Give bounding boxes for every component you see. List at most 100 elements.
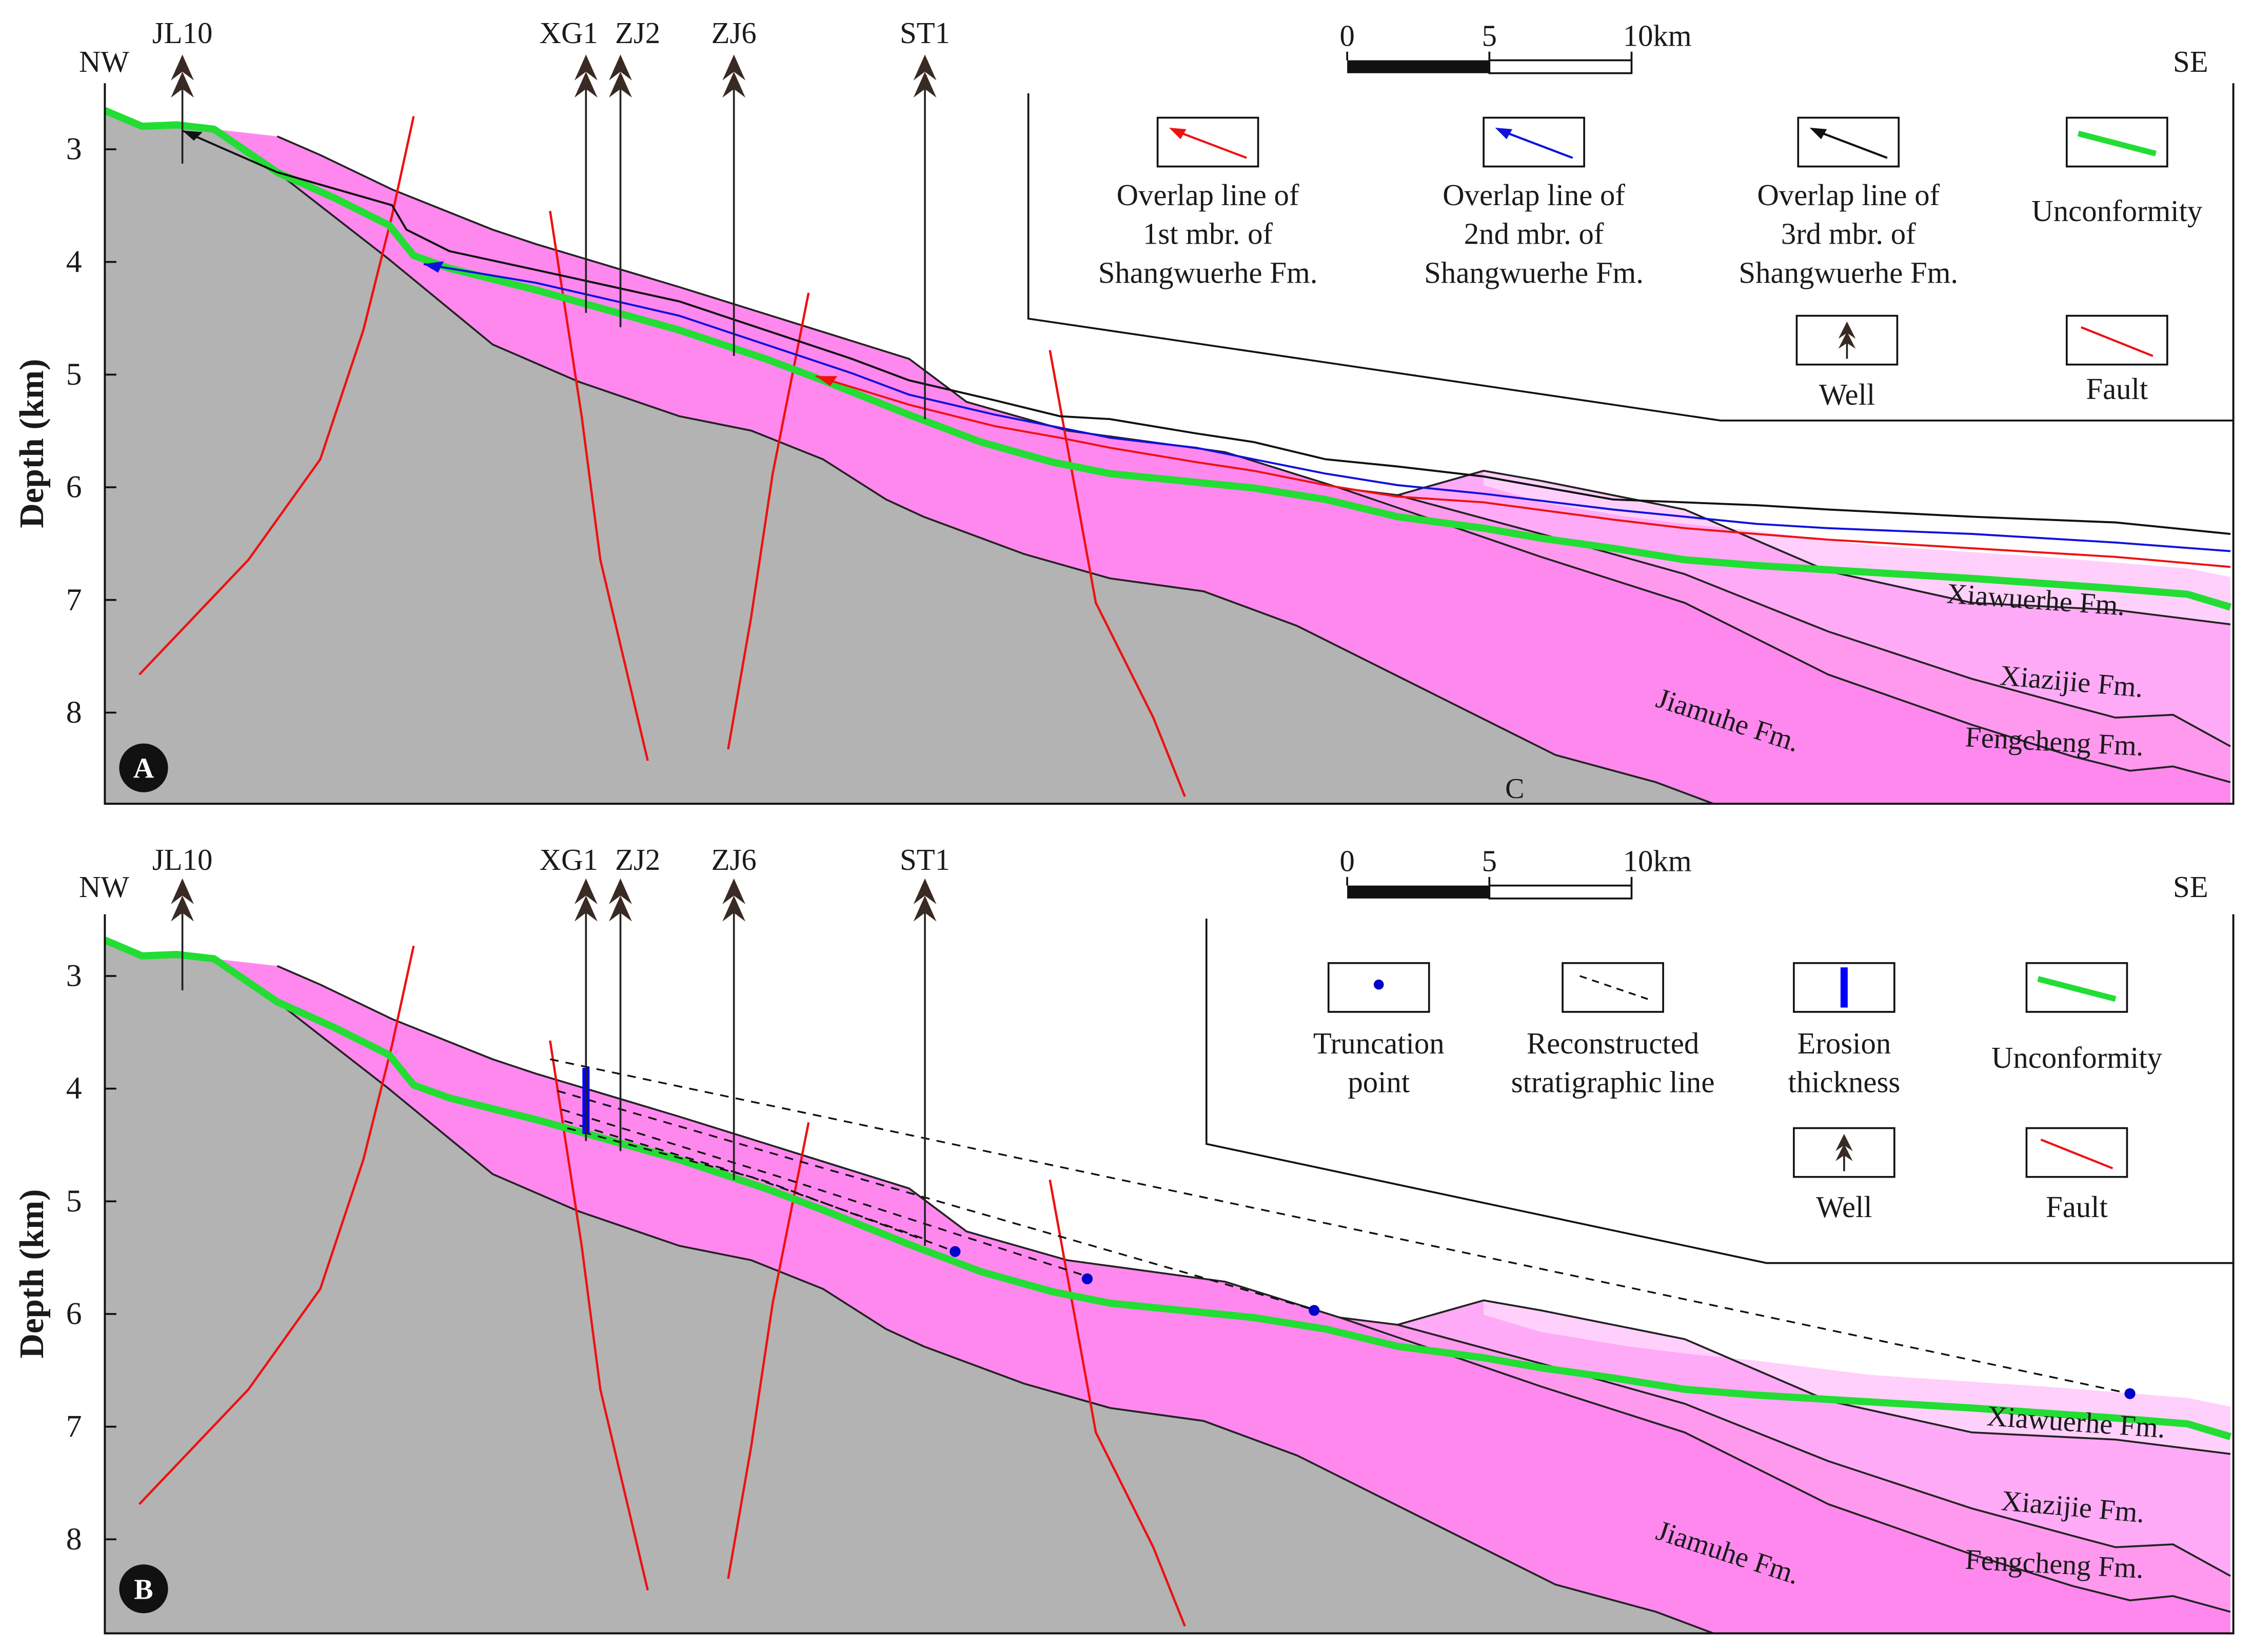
well-arrow-icon <box>574 71 598 98</box>
well-arrow-icon <box>609 71 632 98</box>
direction-label-se: SE <box>2173 870 2208 904</box>
legend-label: Reconstructed <box>1527 1027 1699 1060</box>
y-tick-label: 4 <box>66 244 82 279</box>
legend-item-4: Well <box>1795 314 1899 411</box>
y-tick-label: 6 <box>66 470 82 505</box>
well-arrow-icon <box>171 895 194 922</box>
axis-frame <box>104 914 2235 1635</box>
legend-label: Shangwuerhe Fm. <box>1098 256 1318 289</box>
legend-label: Truncation <box>1313 1027 1445 1060</box>
well-arrow-icon <box>609 54 632 81</box>
well-arrow-icon <box>171 878 194 905</box>
legend-icon-frame <box>1483 116 1585 168</box>
scale-bar-label: 10km <box>1623 19 1692 53</box>
legend-label: Well <box>1819 378 1875 411</box>
legend-item-5: Fault <box>2066 314 2168 406</box>
unconformity-icon <box>2037 976 2117 1002</box>
truncation-points <box>950 1246 2136 1399</box>
scale-bar-black <box>1347 885 1490 899</box>
scale-bar-label: 0 <box>1339 19 1354 53</box>
truncation-point-4 <box>2124 1388 2136 1399</box>
legend-label: point <box>1348 1066 1410 1099</box>
overlap-line-2nd-icon <box>1500 129 1573 159</box>
legend-icon-frame <box>2066 314 2168 366</box>
legend-label: Shangwuerhe Fm. <box>1424 256 1644 289</box>
direction-label-nw: NW <box>79 870 129 904</box>
legend-icon-frame <box>1562 962 1664 1013</box>
reconstructed-lines <box>549 1058 2130 1395</box>
y-axis-title: Depth (km) <box>12 359 51 528</box>
well-arrow-icon <box>722 878 746 905</box>
legend-label: 2nd mbr. of <box>1464 217 1604 251</box>
well-label-st1: ST1 <box>900 16 950 50</box>
section-plot-a <box>105 110 2230 804</box>
unconformity-icon <box>2077 130 2157 156</box>
truncation-point-2 <box>1081 1273 1093 1285</box>
legend-label: Fault <box>2046 1190 2108 1224</box>
reconstructed-line-1 <box>549 1058 2130 1395</box>
scale-bar-black <box>1347 60 1490 73</box>
y-tick-label: 7 <box>66 1409 82 1444</box>
panel-badge-label: A <box>133 753 154 785</box>
legend-label: 1st mbr. of <box>1143 217 1273 251</box>
scale-bar-label: 10km <box>1623 845 1692 878</box>
well-arrow-icon <box>913 895 937 922</box>
truncation-point-icon <box>1373 979 1384 990</box>
y-tick-label: 3 <box>66 959 82 993</box>
well-arrow-icon <box>171 71 194 98</box>
truncation-point-1 <box>950 1246 961 1257</box>
well-icon <box>1838 321 1856 339</box>
overlap-arrow-2nd <box>423 261 444 273</box>
fault-icon <box>2040 1139 2113 1169</box>
legend-label: stratigraphic line <box>1511 1066 1715 1099</box>
legend-item-4: Well <box>1793 1127 1895 1224</box>
overlap-line-1st-icon <box>1174 129 1247 159</box>
overlap-line-1st-icon <box>1169 128 1187 140</box>
legend-label: Shangwuerhe Fm. <box>1739 256 1958 289</box>
overlap-line-1st-mbr <box>815 375 2231 568</box>
overlap-lines-a <box>182 129 2231 568</box>
overlap-line-2nd-mbr <box>423 263 2231 552</box>
fault-icon <box>2081 326 2154 357</box>
reconstructed-line-4 <box>564 1120 956 1252</box>
well-arrow-icon <box>913 71 937 98</box>
overlap-line-3rd-mbr <box>182 129 2231 535</box>
y-tick-label: 4 <box>66 1071 82 1106</box>
legend-label: Overlap line of <box>1117 178 1299 212</box>
reconstructed-line-5 <box>567 1127 924 1240</box>
y-tick-label: 5 <box>66 357 82 392</box>
legend-item-1: Overlap line of 2nd mbr. of Shangwuerhe Fm… <box>1424 116 1644 289</box>
well-arrow-icon <box>609 878 632 905</box>
well-label-zj6: ZJ6 <box>712 843 757 877</box>
well-label-jl10: JL10 <box>152 843 213 877</box>
legend-item-3: Unconformity <box>1991 962 2163 1074</box>
truncation-point-3 <box>1309 1305 1320 1316</box>
well-label-xg1: XG1 <box>540 843 598 877</box>
reconstructed-line-2 <box>557 1090 1312 1310</box>
legend-item-5: Fault <box>2025 1127 2128 1224</box>
well-label-jl10: JL10 <box>152 16 213 50</box>
direction-label-nw: NW <box>79 45 129 78</box>
legend-label: Well <box>1816 1190 1872 1224</box>
well-arrow-icon <box>722 71 746 98</box>
legend-label: thickness <box>1788 1066 1900 1099</box>
scale-bar-label: 5 <box>1482 19 1497 53</box>
well-icon <box>1838 331 1856 349</box>
scale-bar-white <box>1488 884 1633 900</box>
legend-item-0: Overlap line of 1st mbr. of Shangwuerhe Fm… <box>1098 116 1318 289</box>
y-tick-label: 5 <box>66 1184 82 1219</box>
well-label-zj6: ZJ6 <box>712 16 757 50</box>
well-label-zj2: ZJ2 <box>615 843 660 877</box>
well-arrow-icon <box>171 54 194 81</box>
y-tick-label: 3 <box>66 132 82 167</box>
legend-label: 3rd mbr. of <box>1781 217 1916 251</box>
y-tick-label: 7 <box>66 582 82 617</box>
section-plot-b <box>105 940 2230 1634</box>
direction-label-se: SE <box>2173 45 2208 78</box>
y-tick-label: 8 <box>66 695 82 730</box>
panel-badge-label: B <box>134 1574 153 1605</box>
legend-label: Overlap line of <box>1443 178 1625 212</box>
scale-bar-label: 0 <box>1339 845 1354 878</box>
